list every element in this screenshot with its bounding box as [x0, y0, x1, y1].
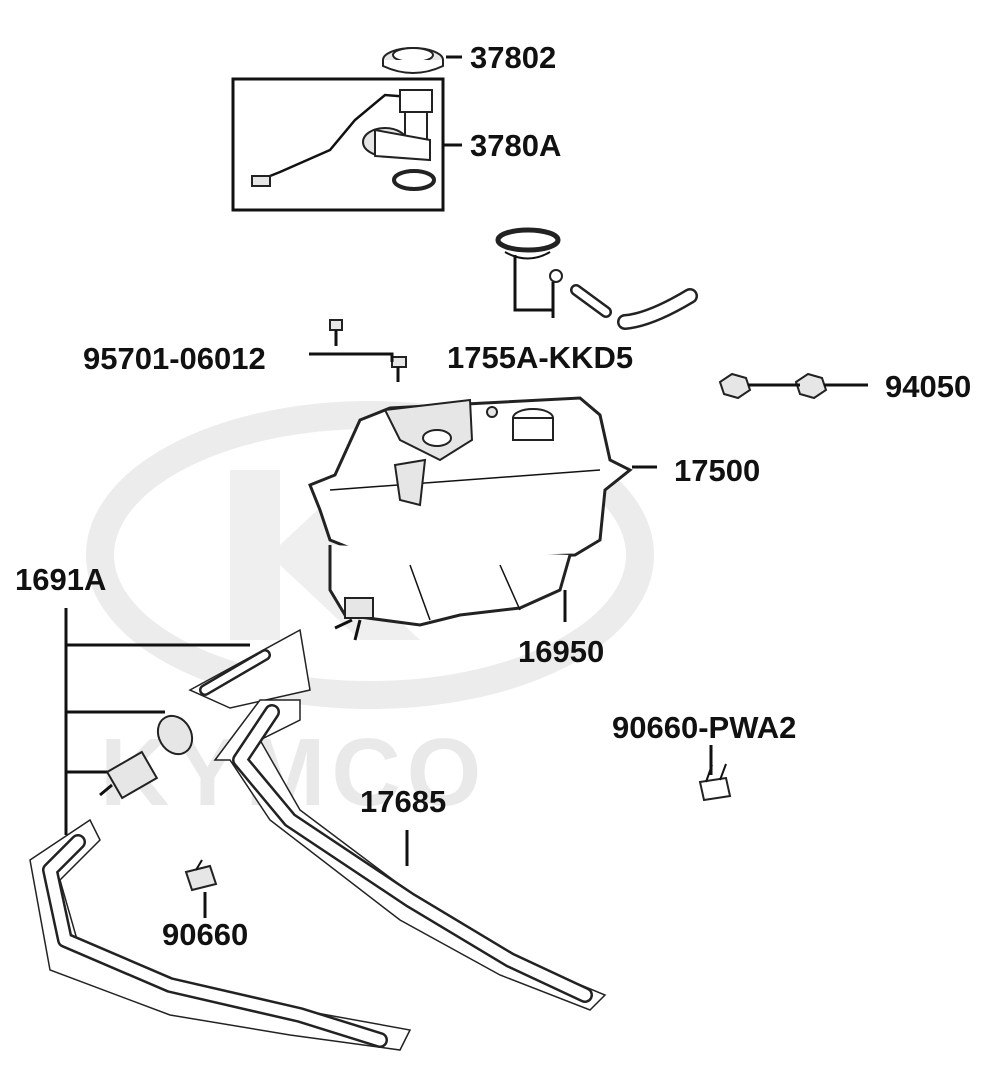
label-3780A: 3780A: [470, 128, 561, 163]
label-1755A: 1755A-KKD5: [447, 340, 633, 375]
label-17500: 17500: [674, 453, 760, 488]
label-17685: 17685: [360, 784, 446, 819]
label-94050: 94050: [885, 369, 971, 404]
part-94050-nuts: [718, 372, 828, 400]
part-90660-PWA2-clip: [698, 763, 732, 802]
leader-95701: [309, 352, 394, 362]
label-37802: 37802: [470, 40, 556, 75]
label-90660: 90660: [162, 917, 248, 952]
part-95701-bolts: [329, 319, 407, 382]
part-1691A-assembly: [29, 628, 412, 1051]
leader-1691A: [64, 608, 250, 835]
part-1755A-breather: [495, 227, 698, 330]
part-17685-hose: [213, 699, 607, 1011]
part-3780A-pump: [251, 89, 436, 191]
label-90660-PWA2: 90660-PWA2: [612, 710, 796, 745]
part-90660-clip: [184, 859, 218, 892]
label-16950: 16950: [518, 634, 604, 669]
part-37802-ring: [382, 47, 444, 74]
part-17500-fuel-tank: [308, 396, 633, 562]
label-95701: 95701-06012: [83, 341, 266, 376]
part-16950-tank-bottom: [328, 545, 572, 641]
label-1691A: 1691A: [15, 562, 106, 597]
leader-1755A: [513, 255, 555, 318]
